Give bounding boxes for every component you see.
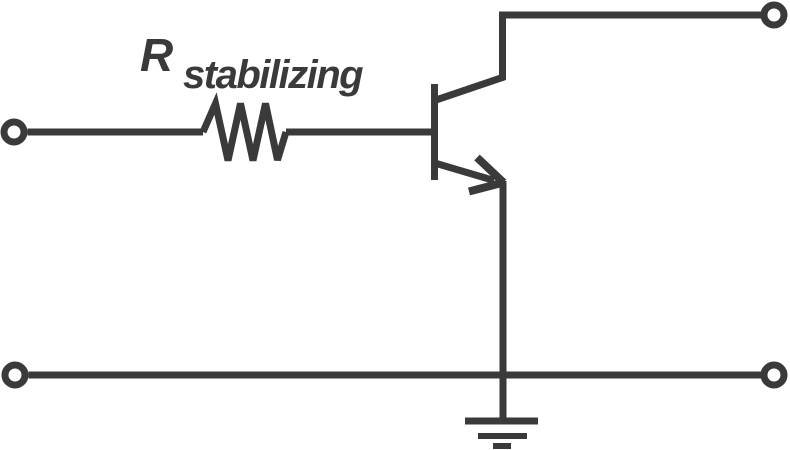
rail-terminal-bottom-left [1, 361, 29, 389]
emitter-arrow-barb-lower [467, 178, 505, 196]
rail-terminal-bottom-right [760, 361, 788, 389]
resistor-label-subscript: stabilizing [183, 53, 363, 97]
ground-symbol [465, 417, 538, 449]
input-terminal [0, 118, 28, 146]
collector-lead-and-top-rail [431, 11, 762, 105]
resistor-label: R stabilizing [140, 29, 365, 97]
emitter-arrow-barb-upper [474, 154, 507, 186]
resistor-symbol [199, 92, 290, 162]
emitter-lead [432, 159, 495, 184]
resistor-label-symbol: R [140, 29, 173, 81]
output-terminal-top-right [760, 1, 788, 29]
emitter-arrowhead [467, 154, 507, 196]
